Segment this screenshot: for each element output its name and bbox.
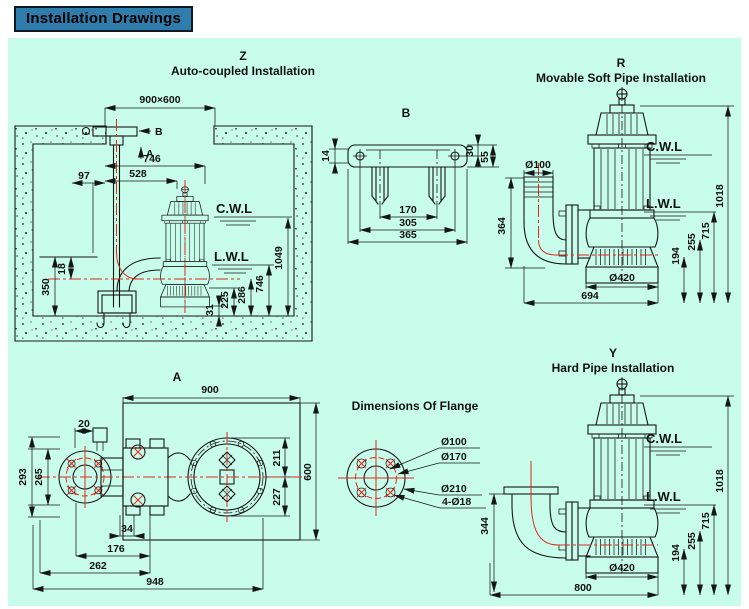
- a-dim-600: 600: [302, 463, 314, 481]
- y-dim-255: 255: [686, 532, 698, 550]
- r-dim-100: Ø100: [525, 159, 551, 171]
- b-dim-14: 14: [320, 150, 332, 162]
- z-dim-1049: 1049: [273, 246, 285, 270]
- flange-title: Dimensions Of Flange: [352, 399, 479, 413]
- z-dim-350: 350: [40, 278, 52, 296]
- r-code: R: [617, 56, 626, 70]
- r-cwl-label: C.W.L: [646, 139, 682, 154]
- a-dim-262: 262: [89, 560, 107, 572]
- a-dim-265: 265: [33, 468, 45, 486]
- y-lwl-label: L.W.L: [646, 489, 681, 504]
- b-dim-170: 170: [399, 204, 417, 216]
- b-dim-365: 365: [399, 229, 417, 241]
- y-dim-194: 194: [670, 544, 682, 562]
- flange-dim-holes: 4-Ø18: [442, 496, 471, 508]
- r-title: Movable Soft Pipe Installation: [536, 71, 706, 85]
- b-code: B: [402, 106, 411, 120]
- y-dim-1018: 1018: [714, 469, 726, 493]
- flange-section: Dimensions Of Flange Ø100 Ø17: [338, 399, 486, 516]
- b-dim-55: 55: [479, 151, 491, 163]
- z-cwl-label: C.W.L: [216, 201, 252, 216]
- a-dim-900: 900: [201, 384, 219, 396]
- a-dim-176: 176: [107, 543, 125, 555]
- drawing-svg: Z Auto-coupled Installation: [14, 49, 734, 598]
- b-dim-30: 30: [464, 145, 476, 157]
- z-dim-18: 18: [56, 263, 68, 275]
- b-detail-section: B: [320, 106, 499, 245]
- y-dim-715: 715: [700, 512, 712, 530]
- flange-dim-210: Ø210: [441, 483, 467, 495]
- b-dim-305: 305: [399, 217, 417, 229]
- anchor-hook: [96, 312, 105, 329]
- a-code: A: [173, 370, 182, 384]
- r-dim-255: 255: [686, 233, 698, 251]
- page-title: Installation Drawings: [14, 6, 194, 32]
- z-lwl-label: L.W.L: [214, 249, 249, 264]
- a-dim-20: 20: [78, 418, 90, 430]
- r-dim-715: 715: [700, 222, 712, 240]
- z-dim-97: 97: [78, 170, 90, 182]
- z-title: Auto-coupled Installation: [171, 64, 315, 78]
- y-dim-800: 800: [574, 582, 592, 594]
- y-dim-420: Ø420: [609, 562, 635, 574]
- r-dim-364: 364: [496, 217, 508, 235]
- r-water-levels: C.W.L L.W.L: [644, 139, 716, 221]
- a-dim-227: 227: [271, 488, 283, 506]
- r-lwl-label: L.W.L: [646, 196, 681, 211]
- anchor-hook: [122, 312, 131, 329]
- y-section: Y Hard Pipe Installation 344: [479, 346, 734, 598]
- y-cwl-label: C.W.L: [646, 431, 682, 446]
- y-title: Hard Pipe Installation: [552, 361, 675, 375]
- r-dim-694: 694: [581, 290, 599, 302]
- r-dim-1018: 1018: [714, 184, 726, 208]
- y-dim-344: 344: [479, 517, 491, 535]
- y-water-levels: C.W.L L.W.L: [644, 431, 716, 514]
- r-dim-420: Ø420: [609, 272, 635, 284]
- flange-drawing: [338, 440, 414, 516]
- flange-dim-100: Ø100: [441, 436, 467, 448]
- z-dim-286: 286: [236, 286, 248, 304]
- a-dim-948: 948: [146, 576, 164, 588]
- a-dim-211: 211: [271, 449, 283, 466]
- r-dim-194: 194: [670, 247, 682, 265]
- z-view-b-label: B: [155, 126, 163, 138]
- r-section: R Movable Soft Pipe Installation: [496, 56, 734, 306]
- z-dim-225: 225: [219, 291, 231, 309]
- drawing-canvas: Z Auto-coupled Installation: [8, 38, 741, 606]
- z-water-levels: C.W.L L.W.L: [212, 201, 292, 274]
- a-detail-section: A 900 600: [17, 370, 320, 592]
- pump-body-top-view: [92, 427, 191, 516]
- y-code: Y: [609, 346, 617, 360]
- z-hatch-dim: 900×600: [139, 94, 180, 106]
- flange-dim-170: Ø170: [441, 451, 467, 463]
- z-section: Z Auto-coupled Installation: [14, 49, 315, 342]
- soft-pipe-elbow: [523, 176, 591, 265]
- b-prongs: [371, 150, 446, 205]
- guide-rail: [112, 144, 121, 308]
- pit-outline: [14, 125, 313, 342]
- a-dim-293: 293: [17, 468, 29, 486]
- a-dim-34: 34: [121, 523, 133, 535]
- z-code: Z: [239, 49, 246, 63]
- z-dim-528: 528: [129, 168, 147, 180]
- pit-walls: [15, 126, 312, 341]
- z-view-a-label: A: [146, 148, 154, 160]
- z-dim-746-right: 746: [254, 275, 266, 293]
- z-dim-31: 31: [204, 304, 216, 316]
- z-dim-746-top: 746: [143, 153, 161, 165]
- hard-pipe-elbow: [503, 486, 591, 561]
- coupling-elbow: [96, 257, 161, 329]
